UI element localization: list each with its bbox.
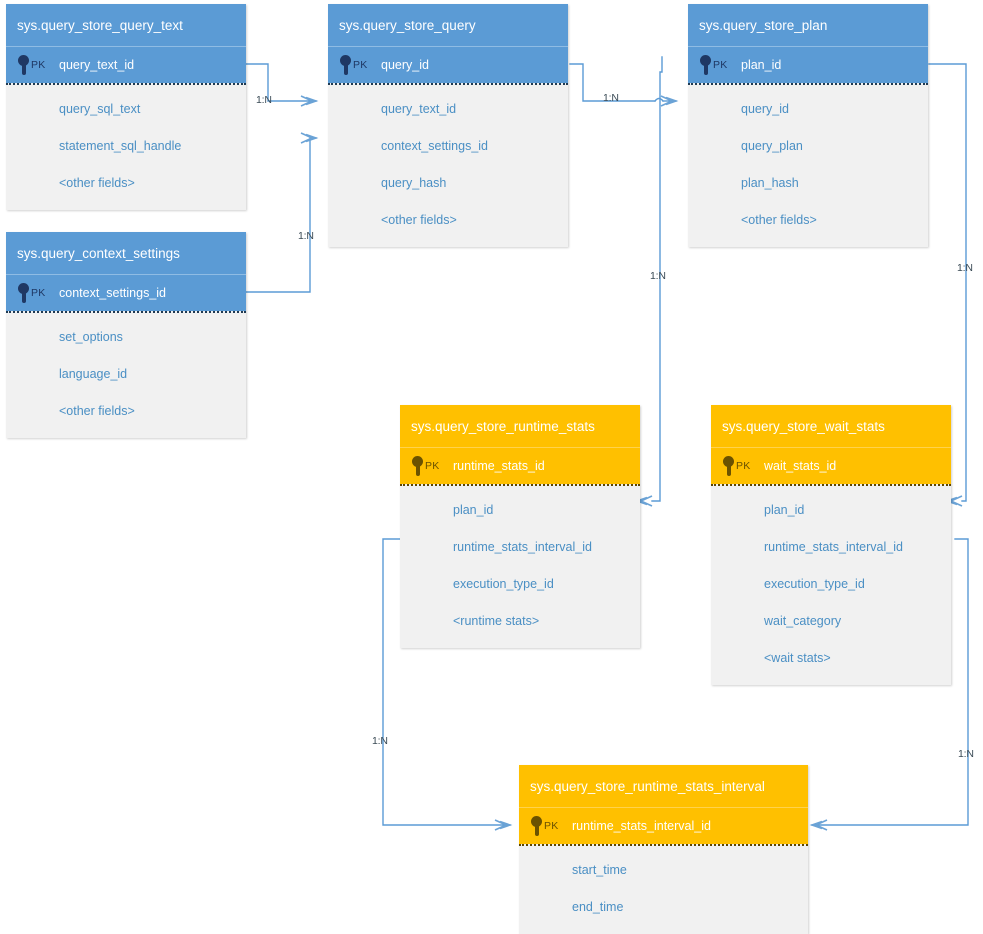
entity-query-store-runtime-stats-interval[interactable]: sys.query_store_runtime_stats_interval P… <box>519 765 808 934</box>
pk-field-name: context_settings_id <box>59 286 167 300</box>
entity-primary-key-row[interactable]: PK runtime_stats_id <box>400 448 640 484</box>
entity-title: sys.query_store_runtime_stats_interval <box>519 765 808 808</box>
cardinality-label-interval-wait: 1:N <box>958 748 974 760</box>
pk-field-name: plan_id <box>741 58 782 72</box>
pk-badge: PK <box>353 59 368 71</box>
key-icon <box>18 55 29 75</box>
key-icon <box>723 456 734 476</box>
cardinality-label-query-plan: 1:N <box>603 92 619 104</box>
entity-query-store-query-text[interactable]: sys.query_store_query_text PK query_text… <box>6 4 246 210</box>
entity-title: sys.query_store_runtime_stats <box>400 405 640 448</box>
field-row[interactable]: plan_hash <box>741 176 799 190</box>
field-row[interactable]: start_time <box>572 863 627 877</box>
field-row[interactable]: <other fields> <box>59 176 135 190</box>
entity-field-list: set_options language_id <other fields> <box>6 311 246 438</box>
pk-badge: PK <box>31 287 46 299</box>
entity-query-store-query[interactable]: sys.query_store_query PK query_id query_… <box>328 4 568 247</box>
entity-primary-key-row[interactable]: PK wait_stats_id <box>711 448 951 484</box>
entity-field-list: plan_id runtime_stats_interval_id execut… <box>400 484 640 648</box>
field-row[interactable]: query_text_id <box>381 102 457 116</box>
field-row[interactable]: context_settings_id <box>381 139 489 153</box>
key-icon <box>531 816 542 836</box>
field-row[interactable]: query_id <box>741 102 789 116</box>
field-row[interactable]: execution_type_id <box>453 577 554 591</box>
entity-field-list: query_sql_text statement_sql_handle <oth… <box>6 83 246 210</box>
entity-field-list: start_time end_time <box>519 844 808 934</box>
pk-badge: PK <box>713 59 728 71</box>
key-icon <box>700 55 711 75</box>
field-row[interactable]: set_options <box>59 330 123 344</box>
entity-primary-key-row[interactable]: PK plan_id <box>688 47 928 83</box>
field-row[interactable]: query_hash <box>381 176 447 190</box>
pk-badge: PK <box>736 460 751 472</box>
entity-query-store-plan[interactable]: sys.query_store_plan PK plan_id query_id… <box>688 4 928 247</box>
pk-field-name: runtime_stats_id <box>453 459 545 473</box>
entity-title: sys.query_store_wait_stats <box>711 405 951 448</box>
entity-primary-key-row[interactable]: PK context_settings_id <box>6 275 246 311</box>
field-row[interactable]: execution_type_id <box>764 577 865 591</box>
relationship-query-to-plan <box>569 63 677 102</box>
cardinality-label-plan-runtime: 1:N <box>650 270 666 282</box>
pk-field-name: wait_stats_id <box>764 459 837 473</box>
field-row[interactable]: <other fields> <box>741 213 817 227</box>
field-row[interactable]: <wait stats> <box>764 651 831 665</box>
field-row[interactable]: statement_sql_handle <box>59 139 182 153</box>
field-row[interactable]: <other fields> <box>381 213 457 227</box>
pk-field-name: query_id <box>381 58 429 72</box>
entity-query-store-wait-stats[interactable]: sys.query_store_wait_stats PK wait_stats… <box>711 405 951 685</box>
field-row[interactable]: plan_id <box>453 503 494 517</box>
entity-title: sys.query_store_plan <box>688 4 928 47</box>
field-row[interactable]: query_sql_text <box>59 102 141 116</box>
pk-badge: PK <box>425 460 440 472</box>
key-icon <box>340 55 351 75</box>
pk-badge: PK <box>544 820 559 832</box>
pk-field-name: runtime_stats_interval_id <box>572 819 711 833</box>
entity-title: sys.query_context_settings <box>6 232 246 275</box>
cardinality-label-interval-runtime: 1:N <box>372 735 388 747</box>
field-row[interactable]: wait_category <box>764 614 842 628</box>
field-row[interactable]: end_time <box>572 900 624 914</box>
entity-primary-key-row[interactable]: PK query_id <box>328 47 568 83</box>
entity-field-list: query_text_id context_settings_id query_… <box>328 83 568 247</box>
entity-query-store-runtime-stats[interactable]: sys.query_store_runtime_stats PK runtime… <box>400 405 640 648</box>
key-icon <box>412 456 423 476</box>
key-icon <box>18 283 29 303</box>
field-row[interactable]: runtime_stats_interval_id <box>764 540 903 554</box>
entity-field-list: plan_id runtime_stats_interval_id execut… <box>711 484 951 685</box>
relationship-context-to-query <box>245 137 317 293</box>
field-row[interactable]: plan_id <box>764 503 805 517</box>
cardinality-label-plan-wait: 1:N <box>957 262 973 274</box>
entity-primary-key-row[interactable]: PK runtime_stats_interval_id <box>519 808 808 844</box>
cardinality-label-context-query: 1:N <box>298 230 314 242</box>
field-row[interactable]: <runtime stats> <box>453 614 540 628</box>
entity-query-context-settings[interactable]: sys.query_context_settings PK context_se… <box>6 232 246 438</box>
field-row[interactable]: query_plan <box>741 139 803 153</box>
entity-title: sys.query_store_query <box>328 4 568 47</box>
cardinality-label-text-query: 1:N <box>256 94 272 106</box>
pk-badge: PK <box>31 59 46 71</box>
field-row[interactable]: language_id <box>59 367 128 381</box>
entity-title: sys.query_store_query_text <box>6 4 246 47</box>
entity-field-list: query_id query_plan plan_hash <other fie… <box>688 83 928 247</box>
pk-field-name: query_text_id <box>59 58 135 72</box>
field-row[interactable]: <other fields> <box>59 404 135 418</box>
field-row[interactable]: runtime_stats_interval_id <box>453 540 592 554</box>
entity-primary-key-row[interactable]: PK query_text_id <box>6 47 246 83</box>
